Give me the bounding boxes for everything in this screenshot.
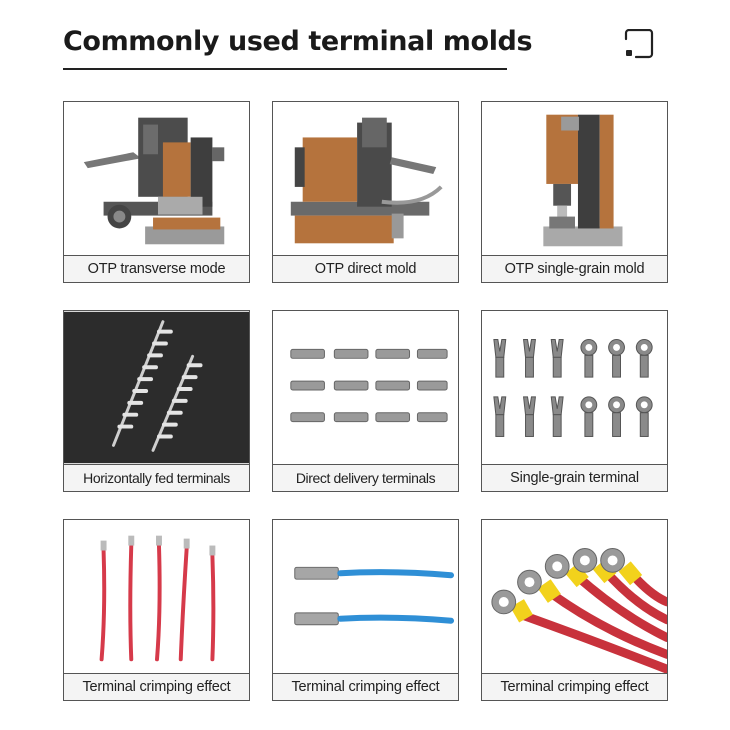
title-underline [63, 68, 507, 70]
card-otp-direct-mold[interactable]: OTP direct mold [272, 101, 459, 283]
card-caption: Single-grain terminal [482, 464, 667, 491]
card-terminal-crimping-effect-blue[interactable]: Terminal crimping effect [272, 519, 459, 701]
card-otp-single-grain-mold[interactable]: OTP single-grain mold [481, 101, 668, 283]
card-horizontally-fed-terminals[interactable]: Horizontally fed terminals [63, 310, 250, 492]
card-caption: Terminal crimping effect [482, 673, 667, 700]
flag-terminals-image [273, 311, 458, 464]
blue-wires-image [273, 520, 458, 673]
direct-mold-image [273, 102, 458, 255]
card-caption: OTP single-grain mold [482, 255, 667, 282]
card-direct-delivery-terminals[interactable]: Direct delivery terminals [272, 310, 459, 492]
single-grain-mold-image [482, 102, 667, 255]
fork-ring-terminals-image [482, 311, 667, 464]
card-caption: Terminal crimping effect [64, 673, 249, 700]
card-caption: Direct delivery terminals [273, 464, 458, 491]
card-otp-transverse-mode[interactable]: OTP transverse mode [63, 101, 250, 283]
card-caption: Terminal crimping effect [273, 673, 458, 700]
ring-terminal-wires-image [482, 520, 667, 673]
page-title: Commonly used terminal molds [63, 26, 533, 57]
card-terminal-crimping-effect-ring[interactable]: Terminal crimping effect [481, 519, 668, 701]
card-caption: OTP transverse mode [64, 255, 249, 282]
card-terminal-crimping-effect-red[interactable]: Terminal crimping effect [63, 519, 250, 701]
terminal-strip-image [64, 311, 249, 464]
card-caption: Horizontally fed terminals [64, 464, 249, 491]
card-single-grain-terminal[interactable]: Single-grain terminal [481, 310, 668, 492]
card-caption: OTP direct mold [273, 255, 458, 282]
expand-icon[interactable] [624, 29, 654, 59]
transverse-mold-image [64, 102, 249, 255]
red-wires-image [64, 520, 249, 673]
header: Commonly used terminal molds [63, 20, 533, 70]
